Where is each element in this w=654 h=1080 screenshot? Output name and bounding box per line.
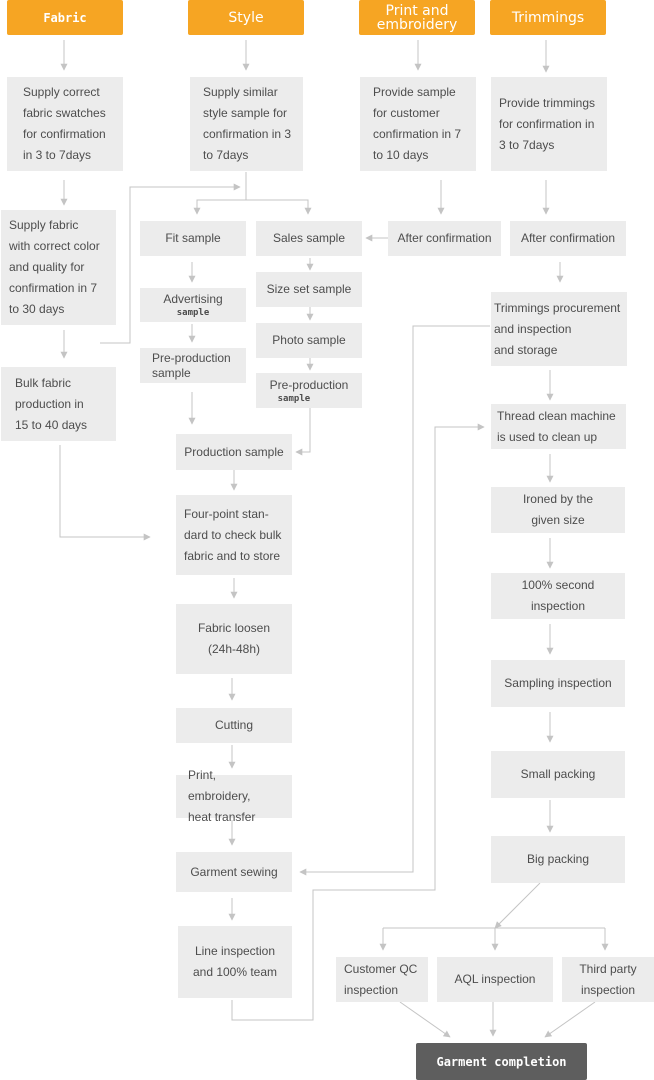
header-style: Style bbox=[188, 0, 304, 35]
node-line-inspection: Line inspection and 100% team bbox=[178, 926, 292, 998]
node-trimmings-procurement: Trimmings procurement and inspection and… bbox=[491, 292, 627, 366]
node-style-sample: Supply similar style sample for confirma… bbox=[190, 77, 303, 171]
node-aql-inspection: AQL inspection bbox=[437, 957, 553, 1002]
node-after-confirmation-trim: After confirmation bbox=[510, 221, 626, 256]
node-small-packing: Small packing bbox=[491, 751, 625, 798]
node-photo-sample: Photo sample bbox=[256, 323, 362, 358]
node-preproduction-right: Pre-production sample bbox=[256, 373, 362, 408]
node-thread-clean: Thread clean machine is used to clean up bbox=[491, 404, 626, 449]
node-size-set-sample: Size set sample bbox=[256, 272, 362, 307]
node-garment-completion: Garment completion bbox=[416, 1043, 587, 1080]
node-sampling-inspection: Sampling inspection bbox=[491, 660, 625, 707]
node-second-inspection: 100% second inspection bbox=[491, 573, 625, 619]
node-fit-sample: Fit sample bbox=[140, 221, 246, 256]
header-print-embroidery: Print and embroidery bbox=[359, 0, 475, 35]
node-print-embroidery-transfer: Print, embroidery, heat transfer bbox=[176, 768, 292, 824]
node-bulk-fabric: Bulk fabric production in 15 to 40 days bbox=[1, 367, 116, 441]
node-garment-sewing: Garment sewing bbox=[176, 852, 292, 892]
node-fabric-loosen: Fabric loosen (24h-48h) bbox=[176, 604, 292, 674]
node-trimmings-sample: Provide trimmings for confirmation in 3 … bbox=[491, 77, 607, 171]
node-ironed: Ironed by the given size bbox=[491, 487, 625, 533]
node-after-confirmation-print: After confirmation bbox=[388, 221, 501, 256]
node-customer-qc: Customer QC inspection bbox=[336, 957, 428, 1002]
header-trimmings: Trimmings bbox=[490, 0, 606, 35]
node-print-sample: Provide sample for customer confirmation… bbox=[360, 77, 476, 171]
node-fabric-supply: Supply fabric with correct color and qua… bbox=[1, 210, 116, 325]
node-sales-sample: Sales sample bbox=[256, 221, 362, 256]
node-fabric-swatches: Supply correct fabric swatches for confi… bbox=[7, 77, 123, 171]
node-big-packing: Big packing bbox=[491, 836, 625, 883]
header-fabric: Fabric bbox=[7, 0, 123, 35]
node-cutting: Cutting bbox=[176, 708, 292, 743]
node-advertising-sample: Advertising sample bbox=[140, 288, 246, 322]
node-four-point-standard: Four-point stan- dard to check bulk fabr… bbox=[176, 495, 292, 575]
node-production-sample: Production sample bbox=[176, 434, 292, 470]
node-third-party: Third party inspection bbox=[562, 957, 654, 1002]
node-preproduction-left: Pre-production sample bbox=[140, 348, 246, 383]
